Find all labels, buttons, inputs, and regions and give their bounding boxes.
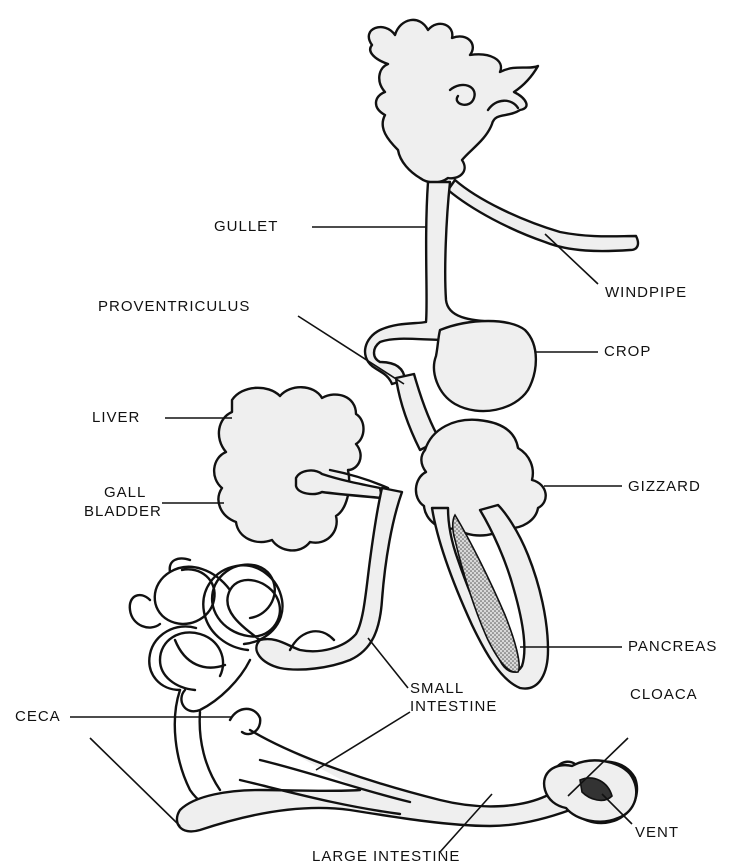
label-gizzard: GIZZARD (628, 478, 701, 495)
crop (434, 321, 536, 411)
label-bladder: BLADDER (84, 503, 162, 520)
head-mouth (369, 20, 538, 183)
label-small: SMALL (410, 680, 464, 697)
label-windpipe: WINDPIPE (605, 284, 687, 301)
label-gullet: GULLET (214, 218, 278, 235)
label-proventriculus: PROVENTRICULUS (98, 298, 250, 315)
label-gall: GALL (104, 484, 146, 501)
label-large-intestine: LARGE INTESTINE (312, 848, 460, 865)
label-pancreas: PANCREAS (628, 638, 717, 655)
ceca-2 (200, 712, 220, 790)
label-crop: CROP (604, 343, 651, 360)
label-intestine: INTESTINE (410, 698, 497, 715)
windpipe (448, 180, 638, 251)
intestine-coils (130, 559, 334, 712)
label-liver: LIVER (92, 409, 140, 426)
label-vent: VENT (635, 824, 679, 841)
label-ceca: CECA (15, 708, 61, 725)
leader-lines (70, 227, 632, 852)
liver (214, 387, 363, 550)
label-cloaca: CLOACA (630, 686, 698, 703)
